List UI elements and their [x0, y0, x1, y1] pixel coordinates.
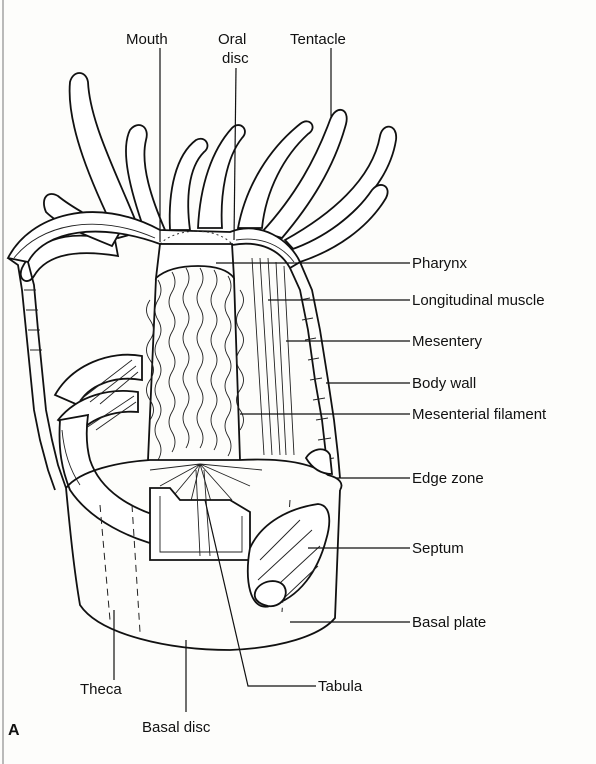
oral-disc-leader	[234, 68, 236, 240]
label-oral-disc-line1: Oral	[218, 31, 246, 48]
label-septum: Septum	[412, 540, 464, 557]
label-basal-plate: Basal plate	[412, 614, 486, 631]
label-mesentery: Mesentery	[412, 333, 483, 350]
label-tabula: Tabula	[318, 678, 363, 695]
label-oral-disc-line2: disc	[222, 50, 249, 67]
body-wall	[8, 258, 340, 490]
theca-base	[66, 449, 342, 650]
label-longitudinal-muscle: Longitudinal muscle	[412, 292, 545, 309]
label-mouth: Mouth	[126, 31, 168, 48]
label-theca: Theca	[80, 681, 122, 698]
label-mesenterial-filament: Mesenterial filament	[412, 406, 547, 423]
longitudinal-muscle-lines	[252, 258, 294, 455]
label-basal-disc: Basal disc	[142, 719, 211, 736]
label-tentacle: Tentacle	[290, 31, 346, 48]
label-body-wall: Body wall	[412, 375, 476, 392]
label-pharynx: Pharynx	[412, 255, 468, 272]
label-edge-zone: Edge zone	[412, 470, 484, 487]
figure-letter: A	[8, 722, 20, 739]
mesenterial-filaments	[147, 268, 244, 460]
